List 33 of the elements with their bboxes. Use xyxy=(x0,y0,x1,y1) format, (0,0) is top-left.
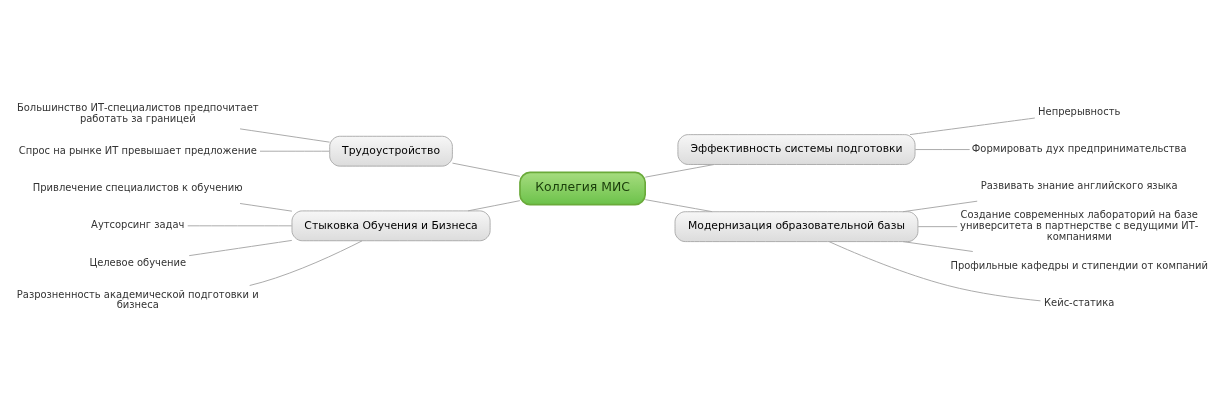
connector xyxy=(644,198,713,212)
connector xyxy=(902,200,978,212)
node-box: Коллегия МИС xyxy=(519,171,646,205)
connector xyxy=(902,240,974,252)
node-text: Кейс-статика xyxy=(1044,296,1115,308)
connector xyxy=(249,239,363,286)
node-text: Целевое обучение xyxy=(89,256,187,268)
node-text: Создание современных лабораторий на базе университета в партнерстве с ведущими ИТ-компаниями xyxy=(960,208,1199,242)
connector xyxy=(188,239,293,256)
connector xyxy=(828,240,1041,301)
node-text: Разрозненность академической подготовки и бизнеса xyxy=(16,288,259,310)
node-text: Профильные кафедры и стипендии от компаний xyxy=(950,259,1208,271)
node-box: Стыковка Обучения и Бизнеса xyxy=(291,210,491,241)
node-text: Спрос на рынке ИТ превышает предложение xyxy=(18,144,257,156)
connector xyxy=(917,225,958,227)
node-text: Привлечение специалистов к обучению xyxy=(32,181,243,193)
connector xyxy=(451,162,521,177)
node-text: Непрерывность xyxy=(1038,105,1121,117)
connector xyxy=(239,202,293,212)
node-box: Эффективность системы подготовки xyxy=(677,133,916,165)
node-text: Формировать дух предпринимательства xyxy=(971,142,1187,154)
node-box: Трудоустройство xyxy=(329,135,453,167)
connector xyxy=(187,224,293,226)
connector xyxy=(239,127,331,143)
node-box: Модернизация образовательной базы xyxy=(674,210,919,242)
node-text: Аутсорсинг задач xyxy=(91,218,185,230)
connector xyxy=(467,199,521,211)
connector xyxy=(909,117,1036,135)
node-text: Большинство ИТ-специалистов предпочитает работать за границей xyxy=(16,101,259,124)
node-text: Развивать знание английского языка xyxy=(980,179,1178,191)
connector xyxy=(644,163,715,178)
connector xyxy=(914,148,971,150)
connector xyxy=(259,150,330,152)
